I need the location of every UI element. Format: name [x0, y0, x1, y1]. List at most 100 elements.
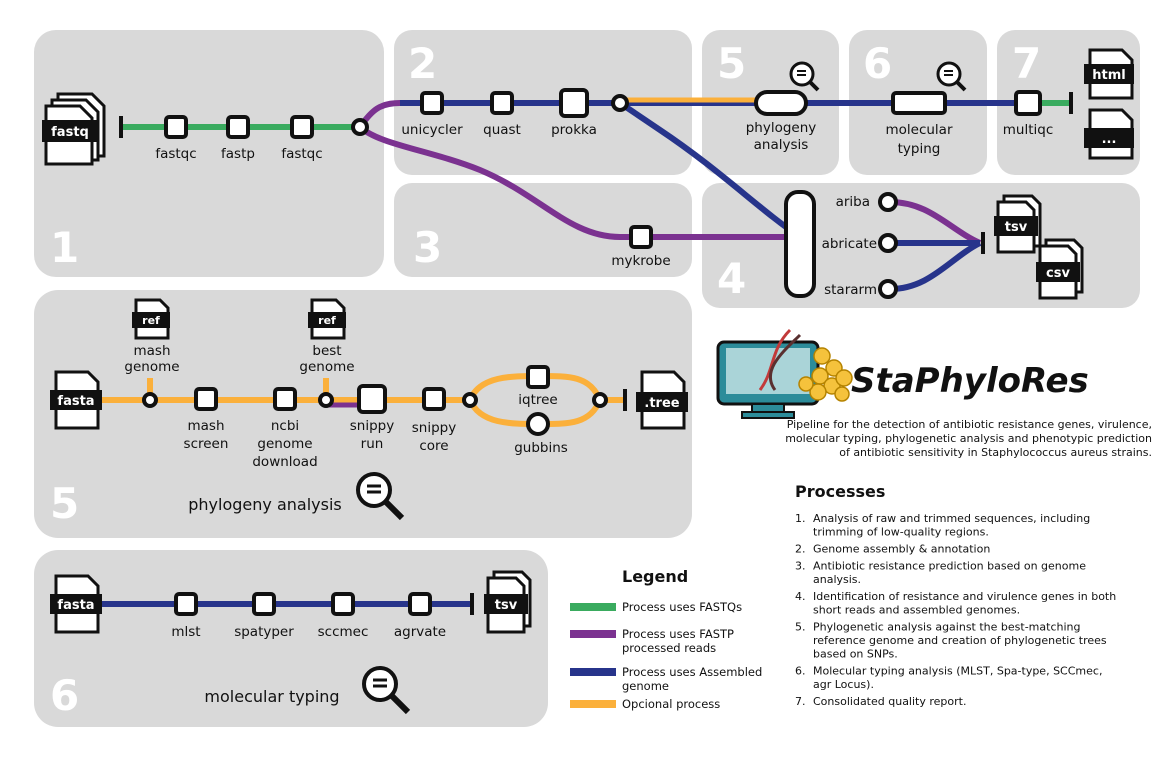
label-prokka: prokka — [551, 122, 597, 138]
labels-phylogeny: mash genome mash screen ncbi genome down… — [124, 343, 567, 514]
node-resistance-hub — [784, 190, 816, 298]
tsv-typing-label: tsv — [495, 598, 518, 613]
panel-number-1: 1 — [50, 223, 79, 272]
legend-swatch-fastp — [570, 630, 616, 638]
process-text: Phylogenetic analysis against the best-m… — [813, 621, 1080, 634]
label-best-genome-1: best — [312, 343, 341, 359]
legend-label-assembled-1: Process uses Assembled — [622, 665, 762, 679]
label-iqtree: iqtree — [518, 392, 557, 408]
legend-swatch-fastq — [570, 603, 616, 611]
tsv-typing-file-icon: tsv — [484, 570, 532, 634]
dots-file-icon: ... — [1084, 108, 1134, 160]
process-text: Identification of resistance and virulen… — [813, 590, 1116, 603]
node-stararm — [878, 279, 898, 299]
process-text: short reads and assembled genomes. — [813, 604, 1020, 617]
label-agrvate: agrvate — [394, 624, 446, 640]
node-sccmec — [331, 592, 355, 616]
html-label: html — [1092, 68, 1125, 83]
terminators — [119, 92, 1073, 254]
process-text: trimming of low-quality regions. — [813, 526, 989, 539]
node-iqtree — [526, 365, 550, 389]
label-multiqc: multiqc — [1003, 122, 1054, 138]
fasta-label-2: fasta — [57, 598, 94, 613]
node-abricate — [878, 233, 898, 253]
ariba-line — [889, 199, 982, 246]
process-number: 5. — [795, 621, 806, 634]
node-mlst — [174, 592, 198, 616]
label-spatyper: spatyper — [234, 624, 294, 640]
node-multiqc — [1014, 90, 1042, 116]
label-ncbi-3: download — [252, 454, 317, 470]
process-number: 2. — [795, 543, 806, 556]
fasta-file-icon-1: fasta — [50, 370, 102, 430]
dots-label: ... — [1102, 132, 1117, 147]
panel-number-6-top: 6 — [863, 39, 892, 88]
tree-label: .tree — [644, 396, 679, 411]
label-snippy-run-2: run — [361, 436, 384, 452]
panel-3 — [394, 183, 692, 277]
process-number: 1. — [795, 512, 806, 525]
process-text: Antibiotic resistance prediction based o… — [813, 560, 1086, 573]
label-quast: quast — [483, 122, 521, 138]
label-stararm: stararm — [824, 282, 877, 298]
panel-number-5: 5 — [50, 479, 79, 528]
fastp-line-mykrobe — [357, 124, 800, 240]
fasta-file-icon-2: fasta — [50, 574, 102, 634]
processes-title: Processes — [795, 482, 885, 501]
brand-logo-icon — [716, 328, 853, 419]
tree-file-icon: .tree — [636, 370, 688, 430]
process-text: agr Locus). — [813, 678, 874, 691]
node-spatyper — [252, 592, 276, 616]
process-text: Molecular typing analysis (MLST, Spa-typ… — [813, 665, 1102, 678]
panel-numbers: 1 2 3 5 6 7 4 5 6 — [50, 39, 1041, 720]
panel-number-7: 7 — [1012, 39, 1041, 88]
magnifier-icon-typing — [362, 666, 411, 715]
panel-number-2: 2 — [408, 39, 437, 88]
label-fastqc-1: fastqc — [155, 146, 196, 162]
nodes-phylogeny — [142, 365, 608, 436]
label-phylogeny-1: phylogeny — [746, 120, 817, 136]
label-unicycler: unicycler — [401, 122, 463, 138]
csv-label: csv — [1046, 266, 1070, 281]
legend: Legend Process uses FASTQs Process uses … — [570, 567, 762, 711]
node-gubbins — [526, 412, 550, 436]
labels-typing: mlst spatyper sccmec agrvate molecular t… — [171, 624, 446, 706]
magnifier-icon-top-6 — [936, 61, 967, 92]
label-mlst: mlst — [171, 624, 200, 640]
fastq-file-icon: fastq — [42, 92, 106, 166]
label-best-genome-2: genome — [299, 359, 354, 375]
legend-swatch-optional — [570, 700, 616, 708]
process-text: Genome assembly & annotation — [813, 543, 990, 556]
node-mash-genome — [142, 392, 158, 408]
process-text: Consolidated quality report. — [813, 695, 966, 708]
node-quast — [490, 91, 514, 115]
node-ariba — [878, 192, 898, 212]
tsv-resistance-file-icon: tsv — [994, 194, 1042, 254]
label-fastp: fastp — [221, 146, 255, 162]
label-fastqc-2: fastqc — [281, 146, 322, 162]
label-phylogeny-2: analysis — [754, 137, 809, 153]
processes-list: 1.Analysis of raw and trimmed sequences,… — [795, 512, 1116, 708]
process-number: 4. — [795, 590, 806, 603]
legend-label-fastp-1: Process uses FASTP — [622, 627, 734, 641]
brand-desc-2: molecular typing, phylogenetic analysis … — [785, 432, 1152, 445]
panel-number-5-top: 5 — [717, 39, 746, 88]
nodes-top — [164, 88, 1042, 299]
panel-number-6: 6 — [50, 671, 79, 720]
csv-file-icon: csv — [1036, 238, 1084, 300]
node-ncbi — [273, 387, 297, 411]
label-snippy-core-2: core — [419, 438, 448, 454]
ref-file-icon-1: ref — [132, 298, 170, 340]
fasta-label-1: fasta — [57, 394, 94, 409]
tsv-resistance-label: tsv — [1005, 220, 1028, 235]
legend-swatch-assembled — [570, 668, 616, 676]
node-snippy-run — [357, 384, 387, 414]
node-tree-split — [462, 392, 478, 408]
label-mash-genome-1: mash — [133, 343, 170, 359]
processes: Processes 1.Analysis of raw and trimmed … — [795, 482, 1116, 708]
panel-1 — [34, 30, 384, 277]
ref-file-icon-2: ref — [308, 298, 346, 340]
legend-label-optional: Opcional process — [622, 697, 720, 711]
label-ncbi-2: genome — [257, 436, 312, 452]
